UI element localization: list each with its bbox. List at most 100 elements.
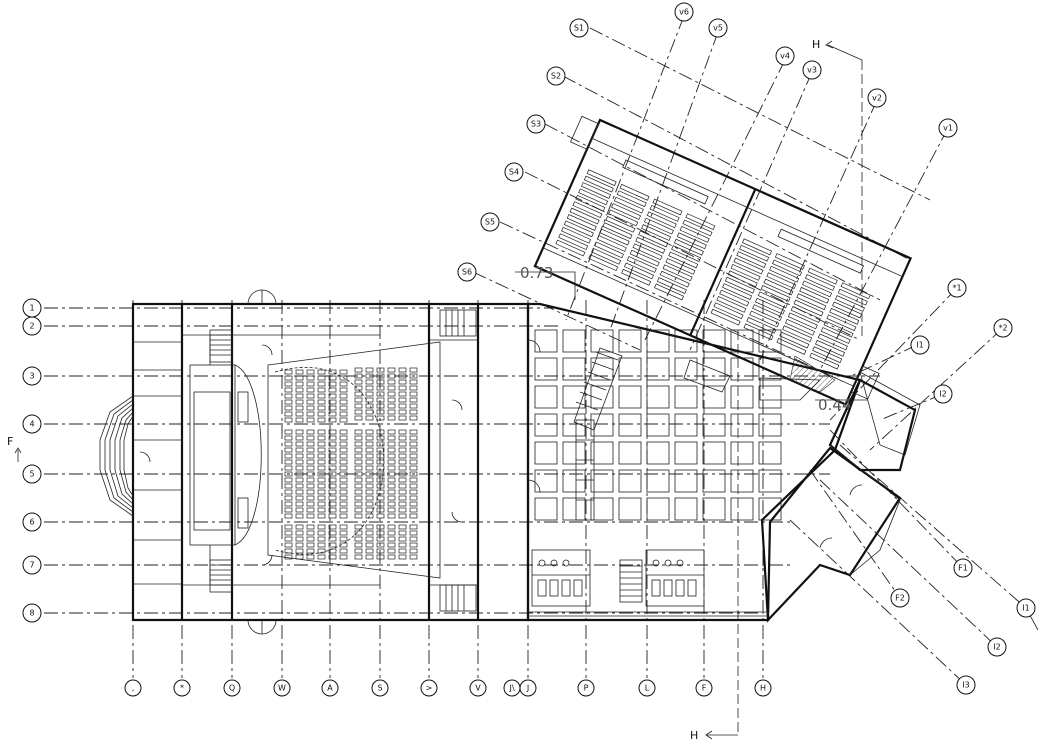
col-bubble-11: P: [584, 684, 589, 693]
wing-seat: [809, 352, 840, 370]
seat: [354, 489, 363, 495]
wing-seat: [671, 245, 702, 262]
lobby-coffer: [562, 357, 586, 381]
seat: [409, 530, 418, 536]
seat: [328, 483, 337, 489]
seat: [409, 548, 418, 554]
seat: [317, 393, 326, 399]
wing-bubble-v6: v6: [679, 8, 689, 17]
seat: [339, 447, 348, 453]
seat: [387, 373, 396, 379]
wing-seat: [613, 196, 644, 214]
lobby-coffer: [730, 385, 754, 409]
seat: [365, 542, 374, 548]
seat: [284, 417, 293, 423]
wing-seat: [769, 265, 800, 283]
wing-seat: [626, 256, 657, 273]
seat: [365, 459, 374, 465]
seat: [295, 513, 304, 519]
row-bubble-6: 6: [29, 518, 34, 527]
seat: [339, 429, 348, 435]
wing-seat: [787, 312, 818, 330]
seat: [339, 536, 348, 542]
level-0-73: 0.73: [520, 264, 553, 282]
wing-seat: [578, 188, 609, 206]
diag-bubble-i2-top: I2: [939, 390, 946, 399]
seat: [328, 435, 337, 441]
row-bubble-3: 3: [29, 372, 34, 381]
seat: [409, 495, 418, 501]
seat: [398, 477, 407, 483]
lobby-coffer: [646, 497, 670, 521]
wing-seat: [743, 323, 774, 341]
seat: [409, 459, 418, 465]
column-bubbles: , * Q W A S > V J\ J P L F H: [124, 679, 772, 697]
seat: [328, 495, 337, 501]
seat: [409, 391, 418, 397]
seat: [376, 435, 385, 441]
wing-seat: [652, 198, 683, 216]
seat: [317, 405, 326, 411]
lobby-coffer: [590, 469, 614, 493]
seat: [387, 403, 396, 409]
seat: [317, 453, 326, 459]
seat: [306, 369, 315, 375]
seat: [306, 399, 315, 405]
seat: [365, 429, 374, 435]
seat: [398, 501, 407, 507]
lobby-coffer: [534, 469, 558, 493]
wing-bubble-s2: S2: [551, 72, 561, 81]
wing-seat: [619, 183, 650, 201]
seat: [365, 554, 374, 560]
seat: [365, 507, 374, 513]
wing-seat: [646, 211, 677, 229]
auditorium-seating: [284, 367, 418, 560]
wing-seat: [799, 286, 830, 304]
seat: [387, 507, 396, 513]
seat: [306, 548, 315, 554]
seat: [295, 453, 304, 459]
wing-seat: [654, 283, 685, 301]
seat: [339, 489, 348, 495]
lobby-coffer: [646, 329, 670, 353]
col-bubble-8: V: [475, 684, 481, 693]
wing-seat: [682, 219, 713, 237]
seat: [317, 495, 326, 501]
seat: [317, 417, 326, 423]
lobby-coffer: [674, 413, 698, 437]
seat: [376, 548, 385, 554]
seat: [295, 507, 304, 513]
col-bubble-3: Q: [229, 684, 235, 693]
seat: [354, 495, 363, 501]
diag-bubble-i3: I3: [962, 681, 969, 690]
lobby-coffer: [702, 469, 726, 493]
wing-seat: [812, 346, 843, 364]
seat: [409, 453, 418, 459]
seat: [284, 554, 293, 560]
lobby-coffer: [562, 441, 586, 465]
wing-seat: [752, 304, 783, 322]
wing-seat: [624, 262, 654, 280]
seat: [284, 465, 293, 471]
seat: [317, 471, 326, 477]
seat: [398, 453, 407, 459]
seat: [284, 524, 293, 530]
seat: [398, 495, 407, 501]
seat: [306, 387, 315, 393]
seat: [387, 459, 396, 465]
seat: [317, 411, 326, 417]
wing-seat: [593, 241, 624, 259]
seat: [284, 387, 293, 393]
wing-bubble-v1: v1: [943, 124, 953, 133]
row-bubble-5: 5: [29, 470, 34, 479]
section-mark-top: H: [812, 38, 820, 51]
wing-seat: [837, 288, 868, 306]
diag-bubble-i2-bottom: I2: [993, 643, 1000, 652]
seat: [284, 405, 293, 411]
wing-seat: [668, 251, 699, 269]
row-grid-lines: [44, 307, 880, 614]
seat: [398, 507, 407, 513]
seat: [339, 483, 348, 489]
seat: [354, 409, 363, 415]
col-bubble-5: A: [327, 684, 333, 693]
